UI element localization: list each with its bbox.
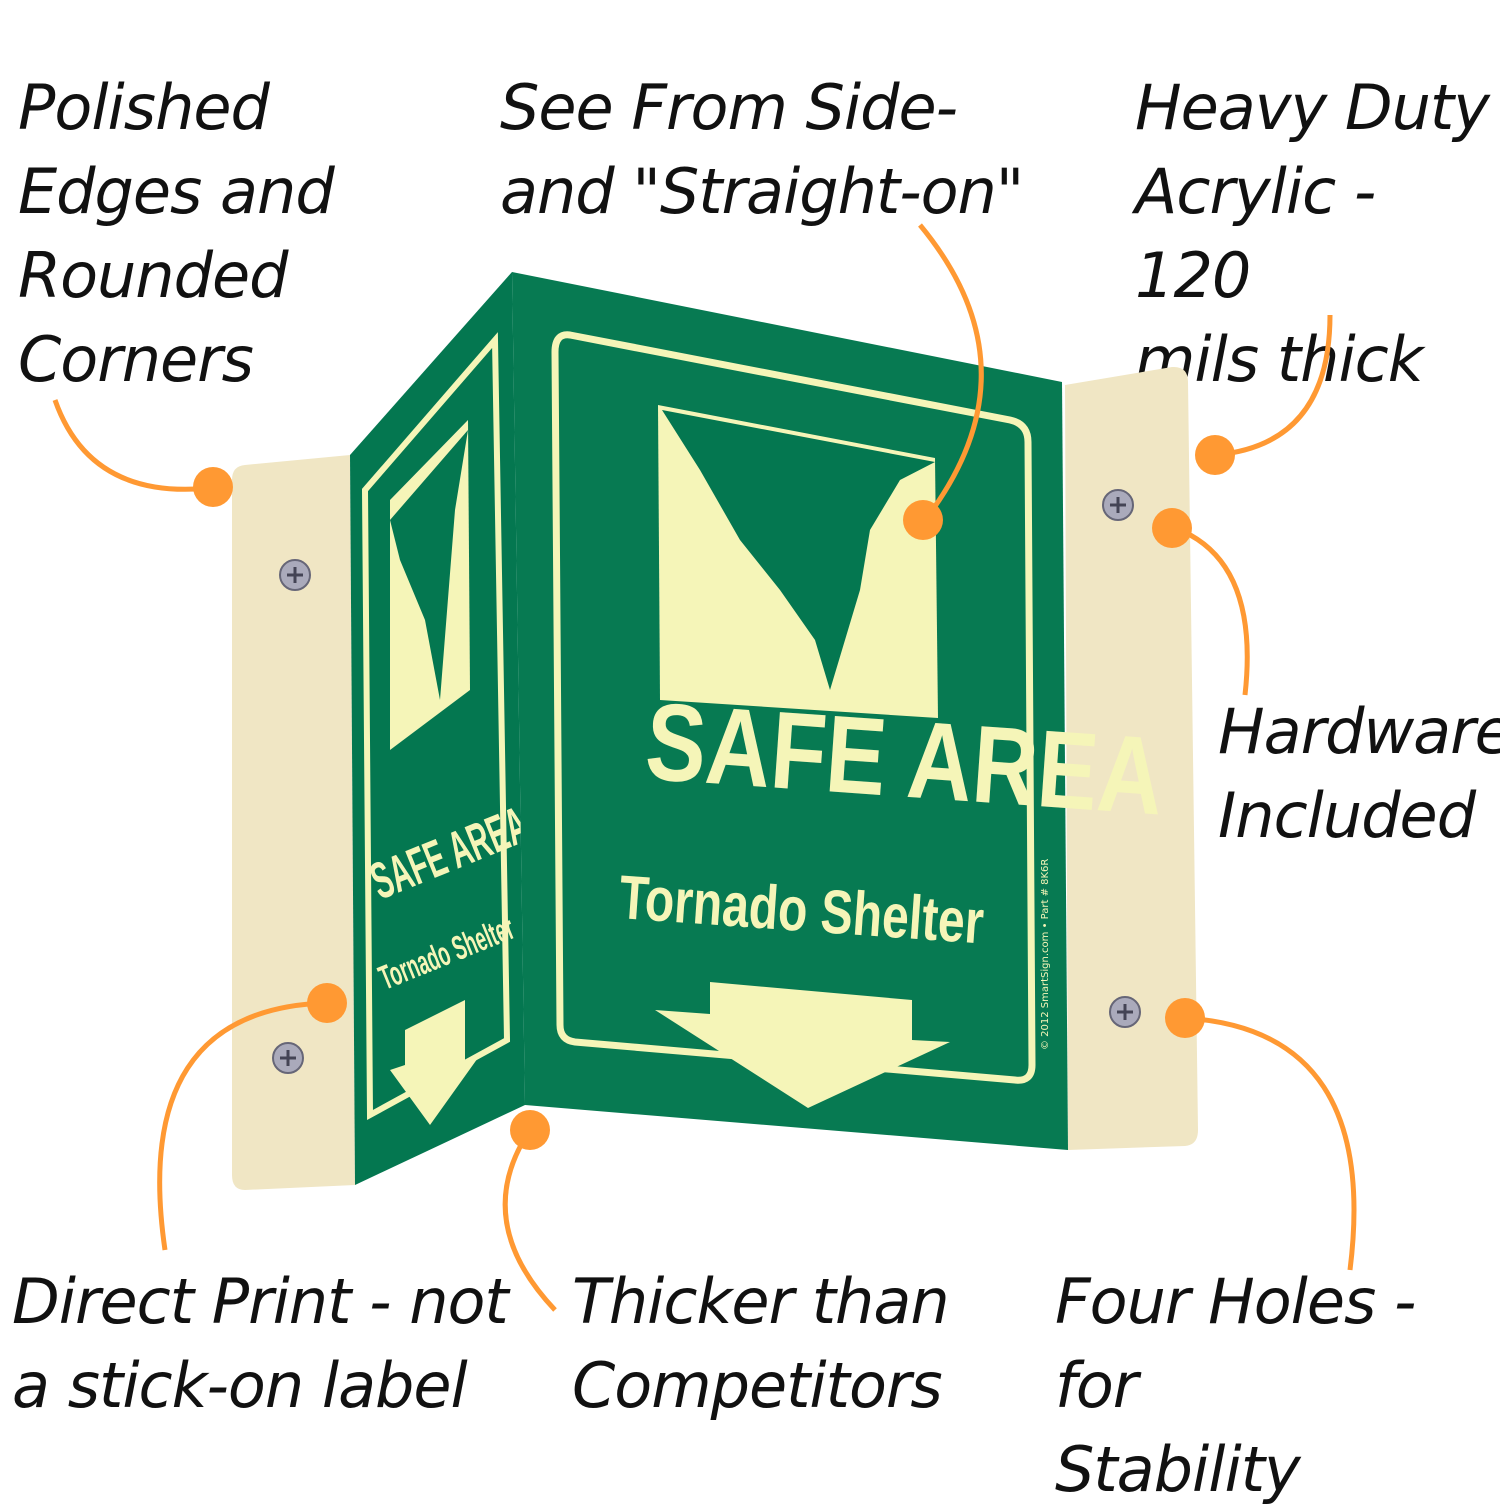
- callout-four-holes: Four Holes - for Stability: [1055, 1265, 1416, 1506]
- screw-icon: [279, 559, 311, 591]
- callout-heavy-duty: Heavy Duty Acrylic - 120 mils thick: [1135, 71, 1490, 396]
- callout-thicker: Thicker than Competitors: [572, 1265, 950, 1422]
- front-arrow-icon: [655, 982, 950, 1108]
- callout-hardware: Hardware Included: [1218, 695, 1500, 852]
- screw-icon: [1109, 996, 1141, 1028]
- screw-icon: [272, 1042, 304, 1074]
- callout-direct-print: Direct Print - not a stick-on label: [12, 1265, 509, 1422]
- side-arrow-icon: [390, 1000, 480, 1125]
- callout-lines: [52, 223, 1357, 1312]
- callout-polished-edges: Polished Edges and Rounded Corners: [18, 71, 335, 396]
- fine-print: © 2012 SmartSign.com • Part # 8K6R: [1040, 859, 1051, 1050]
- callout-see-from-side: See From Side- and "Straight-on": [500, 71, 1024, 228]
- screw-icon: [1102, 489, 1134, 521]
- right-bracket: [1065, 366, 1198, 1150]
- callout-dots: [193, 435, 1235, 1150]
